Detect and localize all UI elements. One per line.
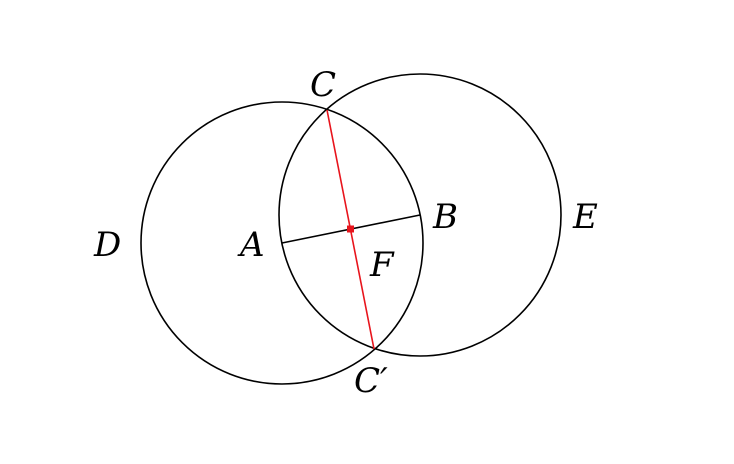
label-c: C	[310, 65, 336, 105]
circle-d	[140, 101, 424, 385]
label-c-prime: C′	[354, 361, 388, 401]
label-d: D	[93, 225, 121, 265]
label-e: E	[572, 197, 598, 237]
point-f-marker	[347, 225, 354, 233]
circle-e	[278, 73, 562, 357]
label-a: A	[237, 225, 265, 265]
label-f: F	[369, 245, 395, 285]
label-b: B	[432, 197, 458, 237]
